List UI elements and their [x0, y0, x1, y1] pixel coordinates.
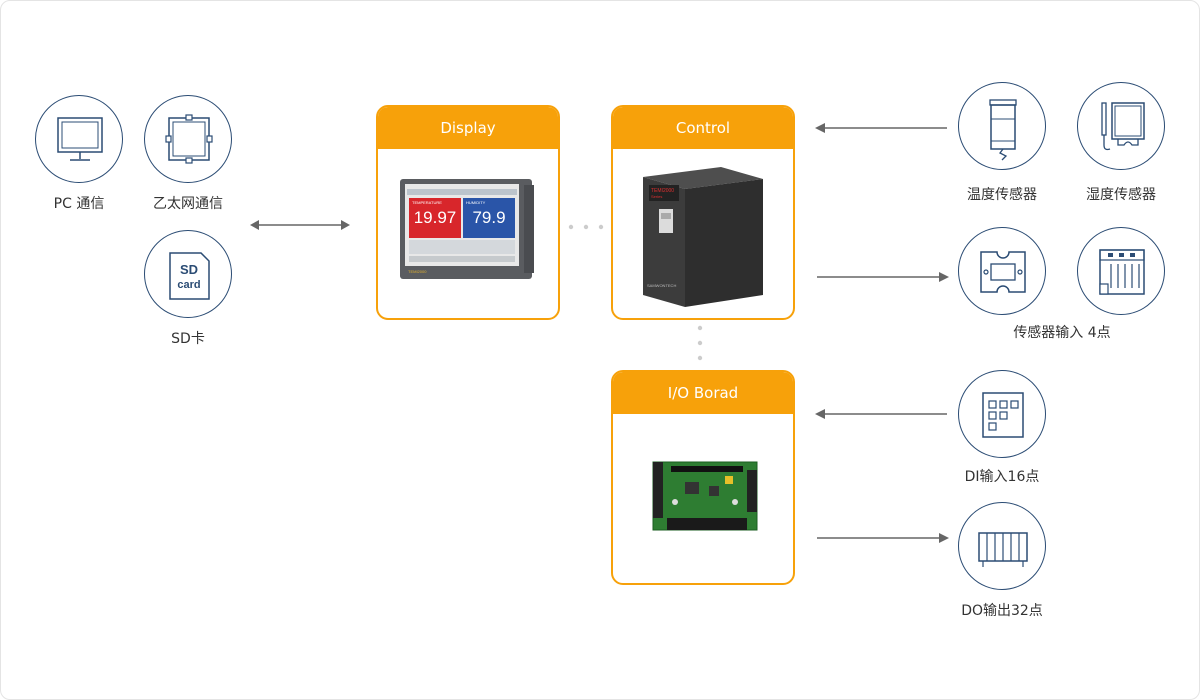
ethernet-frame-icon [144, 95, 232, 183]
controller-series: Series [651, 194, 662, 199]
sensor-input-label: 传感器输入 4点 [1013, 325, 1111, 341]
di-label: DI输入16点 [964, 469, 1040, 485]
digital-input-icon [958, 370, 1046, 458]
controller-brand: TEMI2000 [651, 188, 674, 194]
temp-sensor-label: 温度传感器 [967, 187, 1037, 203]
arrow-sensors-to-control [815, 123, 947, 133]
sd-card-icon: SD card [144, 230, 232, 318]
pc-label: PC 通信 [53, 196, 105, 212]
humid-screen-value: 79.9 [472, 208, 505, 227]
temp-screen-value: 19.97 [414, 208, 457, 227]
humid-sensor-label: 湿度传感器 [1086, 187, 1156, 203]
arrow-io-to-do [817, 533, 949, 543]
temperature-probe-icon [958, 82, 1046, 170]
monitor-icon [35, 95, 123, 183]
display-device-image: TEMPERATURE HUMIDITY 19.97 79.9 TEMI2000 [400, 179, 534, 279]
display-module: Display TEMPERATURE HUMIDITY 19.97 79.9 … [376, 105, 560, 320]
temp-screen-label: TEMPERATURE [412, 200, 442, 205]
control-io-dotted-link [697, 325, 703, 361]
relay-module-icon [958, 227, 1046, 315]
bidirectional-arrow [250, 220, 350, 230]
arrow-control-to-sensor-input [817, 272, 949, 282]
display-brand: TEMI2000 [408, 269, 427, 274]
control-title: Control [613, 107, 793, 149]
controller-maker: SAMWONTECH [647, 283, 676, 288]
do-label: DO输出32点 [961, 603, 1043, 619]
ethernet-label: 乙太网通信 [153, 196, 223, 212]
display-title: Display [378, 107, 558, 149]
controller-device-image: TEMI2000 Series SAMWONTECH [643, 167, 763, 307]
sd-label: SD卡 [171, 331, 205, 347]
sd-icon-text: SD [180, 262, 198, 277]
card-icon-text: card [177, 279, 200, 291]
terminal-block-icon [1077, 227, 1165, 315]
humid-screen-label: HUMIDITY [466, 200, 486, 205]
digital-output-icon [958, 502, 1046, 590]
control-module: Control TEMI2000 Series SAMWONTECH [611, 105, 795, 320]
io-title: I/O Borad [613, 372, 793, 414]
humidity-sensor-icon [1077, 82, 1165, 170]
io-board-module: I/O Borad [611, 370, 795, 585]
arrow-di-to-io [815, 409, 947, 419]
io-board-image [652, 461, 758, 531]
display-control-dotted-link [568, 224, 604, 230]
